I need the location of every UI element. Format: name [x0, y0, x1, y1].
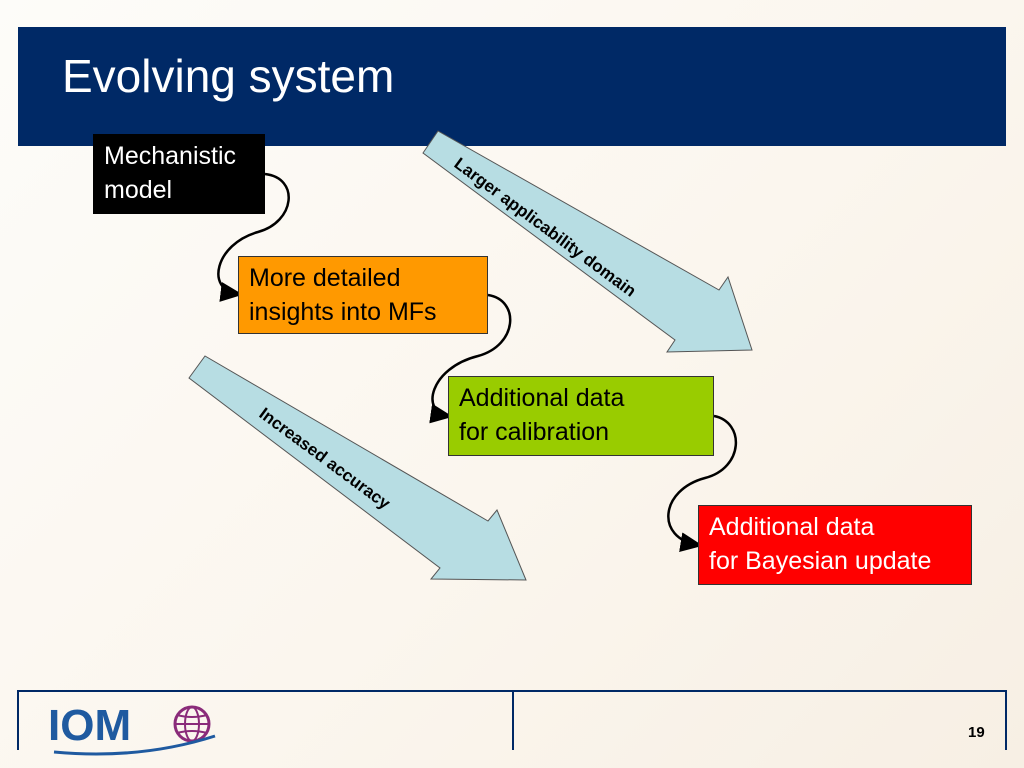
- box-mechanistic-model: Mechanistic model: [93, 134, 265, 214]
- footer-right-rule: [1005, 690, 1007, 750]
- logo-text: IOM: [48, 701, 131, 750]
- connector-1: [217, 172, 290, 302]
- box-detailed-insights: More detailed insights into MFs: [238, 256, 488, 334]
- globe-icon: [173, 705, 211, 743]
- slide-title: Evolving system: [62, 50, 395, 102]
- title-bar: Evolving system: [18, 27, 1006, 146]
- connector-2: [429, 293, 512, 424]
- box-line: insights into MFs: [249, 298, 437, 326]
- box-line: Additional data: [459, 384, 625, 412]
- page-number: 19: [968, 724, 985, 741]
- box-line: for calibration: [459, 418, 610, 446]
- box-bayesian-update: Additional data for Bayesian update: [698, 505, 972, 585]
- footer-left-rule: [17, 690, 19, 750]
- iom-logo: IOM: [48, 701, 216, 756]
- footer-mid-rule: [512, 690, 514, 750]
- connector-3: [667, 414, 738, 553]
- box-line: model: [104, 176, 173, 204]
- box-line: Additional data: [709, 513, 875, 541]
- logo-swoosh: [53, 734, 216, 756]
- box-calibration-data: Additional data for calibration: [448, 376, 714, 456]
- box-line: for Bayesian update: [709, 547, 932, 575]
- box-line: Mechanistic: [104, 142, 236, 170]
- box-line: More detailed: [249, 264, 401, 292]
